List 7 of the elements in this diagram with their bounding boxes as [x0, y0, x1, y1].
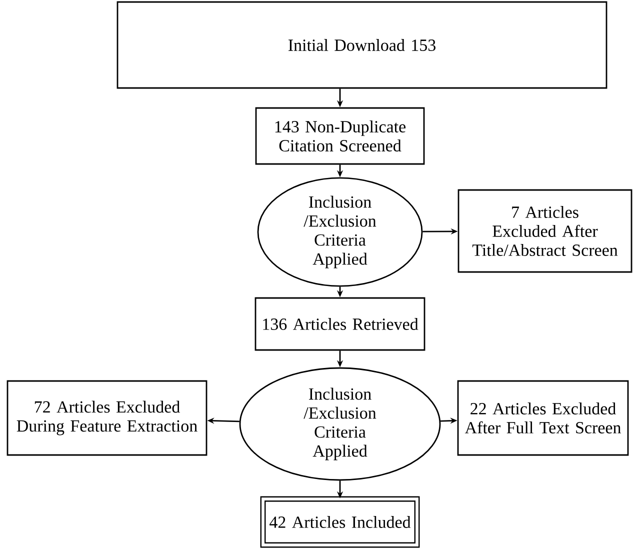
- process-box: 7 Articles Excluded After Title/Abstract Screen: [458, 189, 632, 273]
- process-box: 136 Articles Retrieved: [254, 297, 426, 351]
- process-box: 72 Articles Excluded During Feature Extraction: [6, 380, 208, 456]
- process-box: 22 Articles Excluded After Full Text Screen: [457, 380, 629, 456]
- process-box: Initial Download 153: [116, 1, 608, 89]
- result-box: 42 Articles Included: [260, 496, 420, 548]
- process-box: 143 Non-Duplicate Citation Screened: [255, 107, 425, 165]
